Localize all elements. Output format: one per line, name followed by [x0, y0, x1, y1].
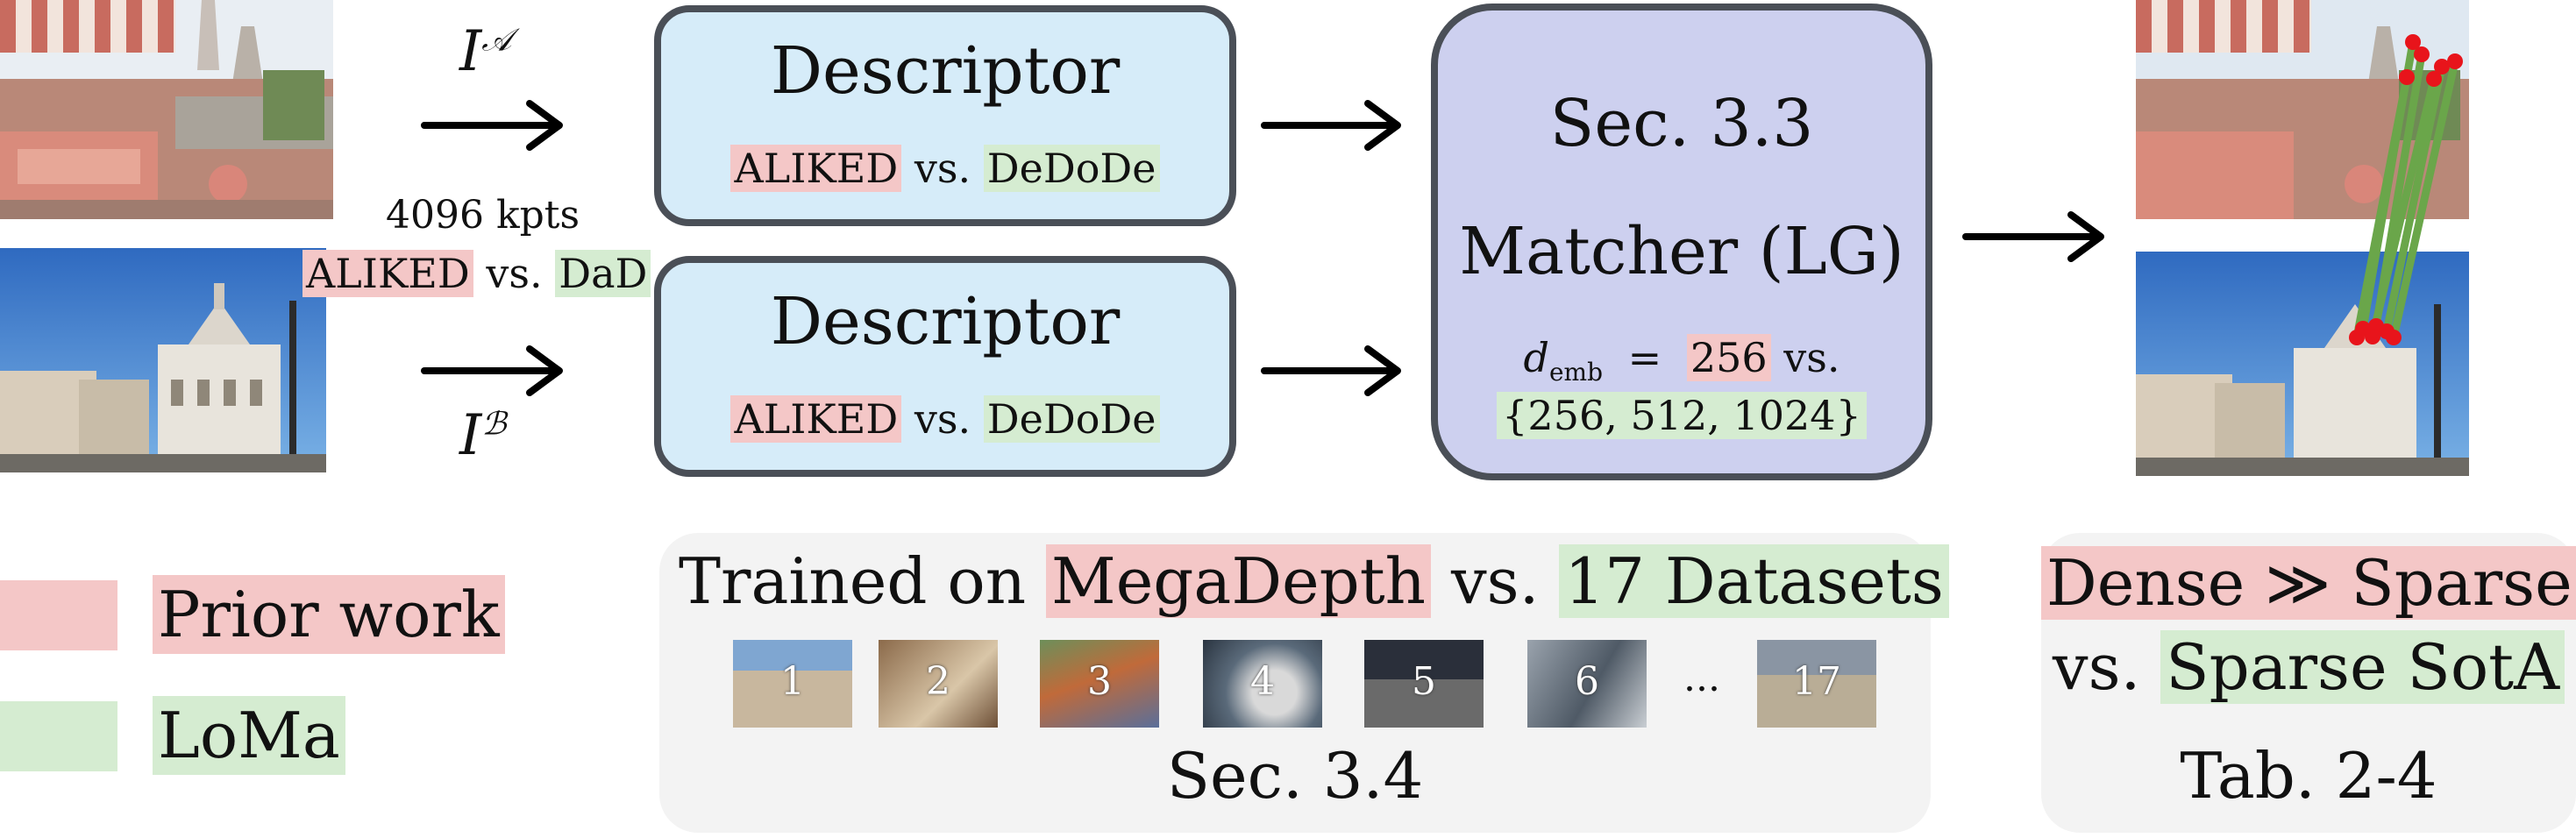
detector-prior: ALIKED: [302, 250, 473, 297]
training-loma: 17 Datasets: [1559, 544, 1949, 618]
matcher-box: Sec. 3.3 Matcher (LG) demb = 256 vs. {25…: [1431, 4, 1932, 480]
dataset-thumb-label: 4: [1250, 659, 1275, 704]
image-a-symbol: I: [459, 19, 482, 84]
dataset-thumb-5: 5: [1364, 640, 1484, 728]
output-image-a: [2136, 0, 2469, 219]
arrow-desc-bottom: [1261, 345, 1401, 396]
image-a-superscript: 𝒜: [481, 22, 512, 59]
dataset-thumb-label: 5: [1412, 659, 1436, 704]
dataset-thumb-4: 4: [1203, 640, 1322, 728]
training-prior: MegaDepth: [1045, 544, 1432, 618]
legend-label-loma: LoMa: [153, 696, 345, 775]
embedding-dim-vs: vs.: [1783, 334, 1840, 381]
dataset-thumb-label: 17: [1792, 659, 1841, 704]
descriptor-title-top: Descriptor: [770, 33, 1121, 109]
detector-comparison: ALIKED vs. DaD: [302, 248, 651, 299]
results-line-1: Dense ≫ Sparse: [2041, 545, 2576, 621]
detector-loma: DaD: [555, 250, 651, 297]
legend-swatch-loma: [0, 701, 117, 771]
results-loma: Sparse SotA: [2160, 630, 2565, 704]
dataset-thumb-2: 2: [879, 640, 998, 728]
image-a-label: I𝒜: [459, 19, 511, 84]
image-b-superscript: ℬ: [481, 406, 507, 443]
image-b-symbol: I: [459, 403, 482, 468]
dataset-ellipsis: ...: [1683, 656, 1720, 700]
arrow-image-a: [421, 100, 563, 151]
training-title: Trained on MegaDepth vs. 17 Datasets: [679, 542, 1949, 621]
output-image-b: [2136, 252, 2469, 476]
dataset-thumb-label: 1: [780, 659, 805, 704]
descriptor-loma-top: DeDoDe: [983, 145, 1160, 192]
legend-swatch-prior: [0, 580, 117, 650]
embedding-dim-subscript: emb: [1548, 358, 1604, 387]
input-image-a: [0, 0, 333, 219]
descriptor-prior-top: ALIKED: [730, 145, 902, 192]
matcher-title: Matcher (LG): [1459, 214, 1904, 289]
input-image-b: [0, 248, 326, 472]
descriptor-options-top: ALIKED vs. DeDoDe: [661, 142, 1229, 195]
embedding-dim-prior: 256: [1686, 334, 1771, 381]
arrow-image-b: [421, 345, 563, 396]
training-panel: Trained on MegaDepth vs. 17 Datasets 1 2…: [659, 533, 1949, 833]
dataset-thumb-label: 2: [926, 659, 950, 704]
results-prior: Dense ≫ Sparse: [2041, 546, 2576, 620]
dataset-thumb-1: 1: [733, 640, 852, 728]
descriptor-title-bottom: Descriptor: [770, 284, 1121, 359]
embedding-dim-loma-line: {256, 512, 1024}: [1438, 389, 1925, 442]
descriptor-box-top: Descriptor ALIKED vs. DeDoDe: [654, 5, 1236, 226]
descriptor-vs-bottom: vs.: [914, 395, 971, 443]
dataset-thumb-3: 3: [1040, 640, 1159, 728]
training-prefix: Trained on: [679, 544, 1027, 618]
legend-label-prior: Prior work: [153, 575, 505, 654]
matcher-section: Sec. 3.3: [1549, 86, 1814, 161]
descriptor-loma-bottom: DeDoDe: [983, 395, 1160, 443]
dataset-thumb-label: 3: [1087, 659, 1112, 704]
embedding-dim-equals: =: [1627, 334, 1662, 381]
dataset-thumb-label: 6: [1575, 659, 1599, 704]
training-vs: vs.: [1450, 544, 1540, 618]
results-section: Tab. 2-4: [2180, 739, 2437, 813]
dataset-thumb-17: 17: [1757, 640, 1876, 728]
results-line-2: vs. Sparse SotA: [2041, 629, 2576, 705]
results-vs: vs.: [2052, 630, 2141, 704]
detector-vs: vs.: [486, 250, 543, 297]
embedding-dim-symbol: d: [1523, 334, 1549, 381]
results-panel: Dense ≫ Sparse vs. Sparse SotA Tab. 2-4: [2041, 533, 2576, 833]
image-b-label: Iℬ: [459, 403, 507, 468]
descriptor-box-bottom: Descriptor ALIKED vs. DeDoDe: [654, 256, 1236, 477]
arrow-desc-top: [1261, 100, 1401, 151]
training-section: Sec. 3.4: [1166, 739, 1424, 813]
embedding-dim-loma: {256, 512, 1024}: [1497, 392, 1867, 439]
dataset-thumb-6: 6: [1527, 640, 1647, 728]
keypoint-count: 4096 kpts: [386, 193, 580, 238]
descriptor-vs-top: vs.: [914, 145, 971, 192]
descriptor-prior-bottom: ALIKED: [730, 395, 902, 443]
embedding-dim-line: demb = 256 vs.: [1438, 331, 1925, 399]
arrow-matcher-output: [1962, 211, 2104, 262]
descriptor-options-bottom: ALIKED vs. DeDoDe: [661, 393, 1229, 445]
